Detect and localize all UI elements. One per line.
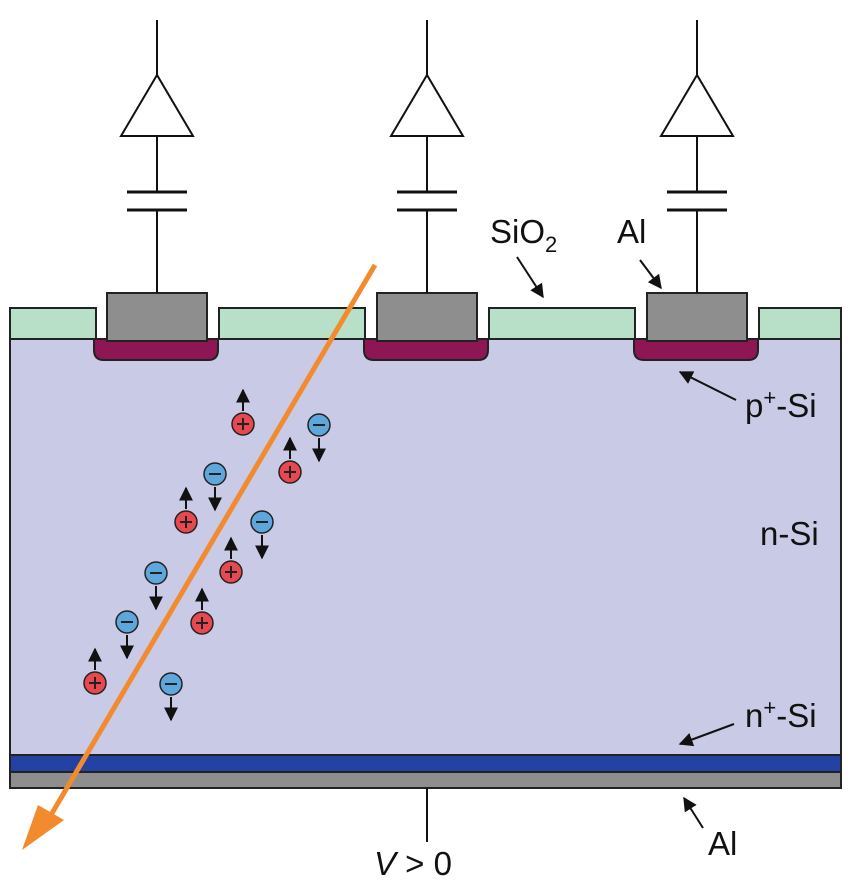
readout-channel-1	[119, 20, 195, 293]
oxide-layer	[9, 307, 842, 340]
electron-carrier-4	[144, 561, 168, 611]
voltage-label: V > 0	[374, 845, 452, 882]
al-top-label: Al	[617, 213, 646, 250]
hole-carrier-1	[231, 388, 255, 436]
hole-carrier-3	[174, 486, 198, 534]
electron-carrier-5	[115, 610, 139, 660]
readout-channel-2	[389, 20, 465, 293]
electron-carrier-2	[203, 462, 227, 512]
hole-carrier-4	[219, 536, 243, 584]
electron-carrier-6	[159, 672, 183, 722]
readout-channel-3	[659, 20, 735, 293]
hole-carrier-5	[190, 587, 214, 635]
charge-carriers	[83, 388, 331, 722]
p-plus-si-label: p+-Si	[745, 385, 817, 424]
al-bottom-label: Al	[708, 825, 737, 862]
particle-track	[22, 263, 378, 850]
electron-carrier-1	[307, 413, 331, 463]
n-plus-si-label: n+-Si	[745, 695, 817, 734]
p-plus-implants	[93, 338, 759, 361]
label-pointers	[516, 256, 737, 829]
bottom-aluminum-layer	[9, 771, 842, 789]
aluminum-strips	[106, 292, 748, 342]
n-si-bulk	[9, 338, 842, 757]
hole-carrier-6	[83, 647, 107, 695]
hole-carrier-2	[278, 436, 302, 484]
n-si-label: n-Si	[760, 515, 819, 552]
n-plus-layer	[9, 754, 842, 773]
sio2-label: SiO2	[490, 213, 557, 257]
electron-carrier-3	[250, 510, 274, 560]
